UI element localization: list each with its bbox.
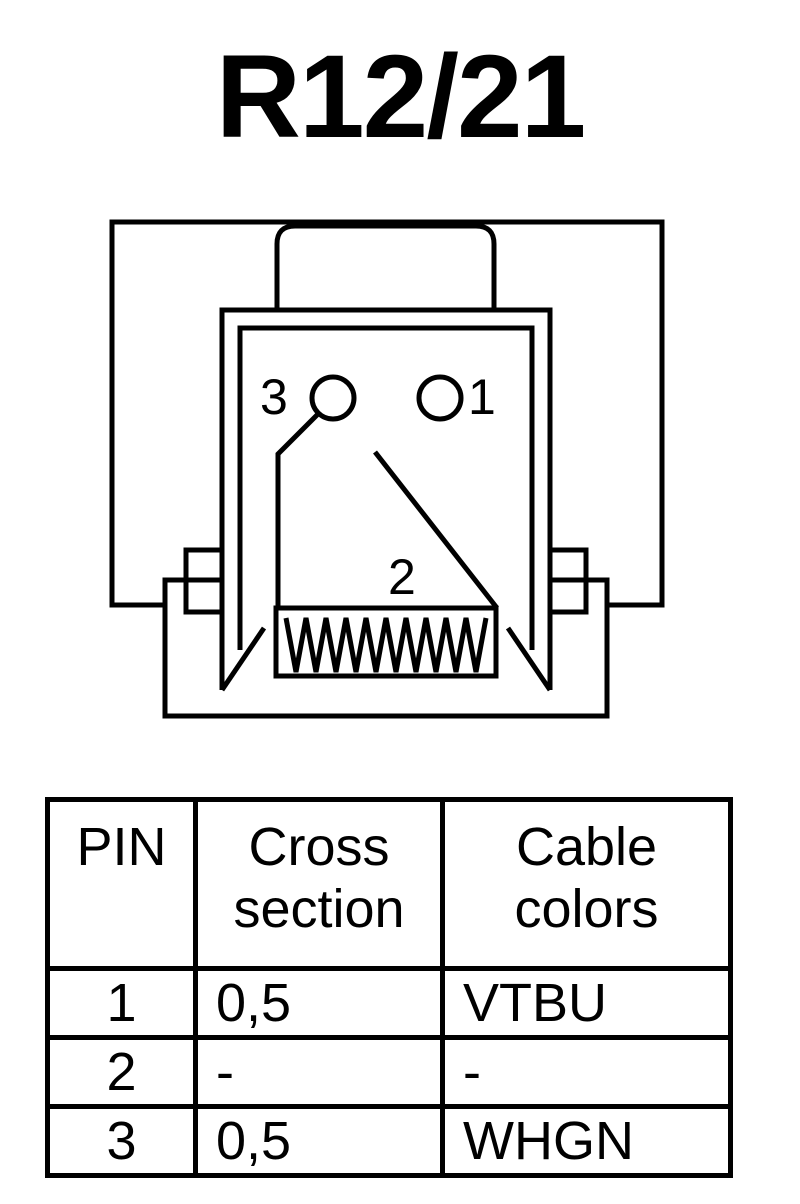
guide-left [219, 626, 267, 692]
pin-3-label: 3 [260, 369, 288, 425]
header-pin: PIN [45, 797, 198, 971]
cell-pin: 1 [45, 966, 198, 1040]
pin-2-label: 2 [388, 549, 416, 605]
latch-left [183, 547, 225, 615]
connector-diagram: 3 1 2 [109, 219, 665, 719]
cell-cross-section: 0,5 [193, 1104, 445, 1178]
inner-frame-inner [237, 325, 535, 650]
cell-cable-colors: WHGN [440, 1104, 733, 1178]
cell-cable-colors: - [440, 1035, 733, 1109]
bottom-clamp [162, 577, 610, 719]
pin-3-wire [275, 412, 320, 608]
cell-pin: 3 [45, 1104, 198, 1178]
cell-pin: 2 [45, 1035, 198, 1109]
pin-1-label: 1 [468, 369, 496, 425]
strain-relief [273, 605, 499, 679]
table-row: 3 0,5 WHGN [45, 1104, 733, 1178]
inner-frame [219, 307, 553, 690]
strain-relief-spring [283, 617, 489, 673]
pin-3-contact [309, 374, 357, 422]
outer-housing [109, 219, 665, 608]
latch-right [547, 547, 589, 615]
top-tab [274, 223, 497, 308]
guide-right [505, 626, 553, 692]
table-row: 1 0,5 VTBU [45, 966, 733, 1040]
cell-cross-section: - [193, 1035, 445, 1109]
connector-title: R12/21 [215, 31, 587, 163]
cell-cross-section: 0,5 [193, 966, 445, 1040]
table-row: 2 - - [45, 1035, 733, 1109]
cell-cable-colors: VTBU [440, 966, 733, 1040]
pin-1-contact [416, 374, 464, 422]
pin-2-wire [373, 450, 499, 610]
